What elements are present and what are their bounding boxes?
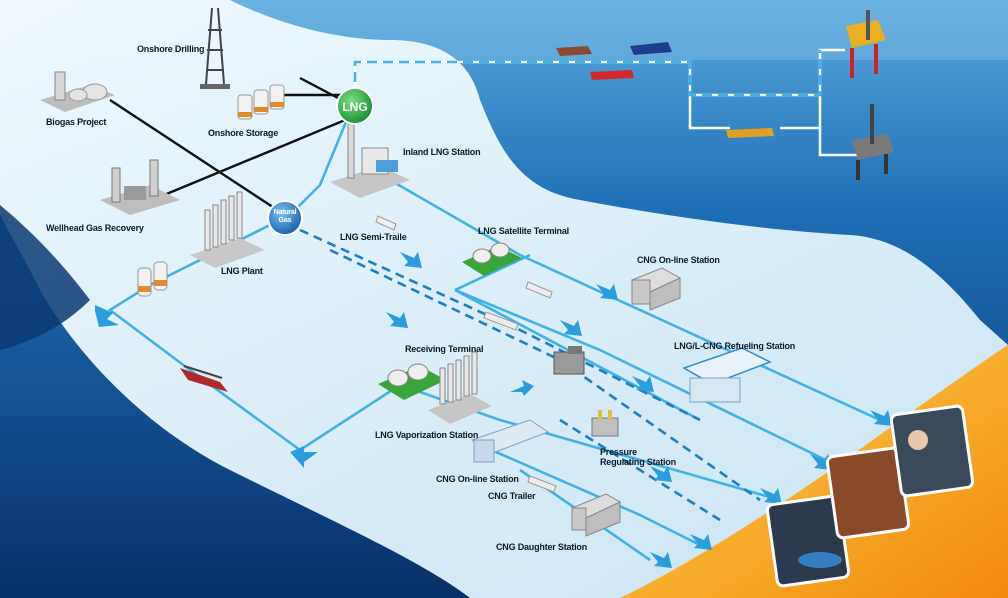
offshore-tanker-icons (556, 42, 774, 138)
label-cng-online-station-bottom: CNG On-line Station (436, 474, 519, 484)
trailer-icons (375, 215, 557, 493)
lng-hub: LNG (336, 87, 374, 125)
label-lng-lcng-refueling-station: LNG/L-CNG Refueling Station (674, 341, 796, 351)
label-cng-online-station-top: CNG On-line Station (637, 255, 720, 265)
lng-lcng-refueling-station-icon (682, 347, 772, 403)
biogas-plant-icon (40, 71, 115, 112)
inland-lng-station-icon (330, 119, 410, 198)
natural-gas-hub (267, 200, 303, 236)
receiving-terminal-icon (378, 363, 446, 400)
compressor-unit-icon (553, 346, 585, 375)
label-onshore-storage: Onshore Storage (208, 128, 279, 138)
flow-arrows (95, 252, 892, 568)
label-receiving-terminal: Receiving Terminal (405, 344, 484, 354)
storage-tanks-left-icon (137, 261, 168, 297)
cng-online-station-bottom-icon (470, 419, 550, 463)
label-pressure-regulating-station-line2: Regulating Station (600, 457, 676, 467)
wellhead-gas-recovery-icon (100, 159, 180, 215)
lng-vaporization-station-icon (428, 351, 492, 424)
cng-daughter-station-icon (570, 493, 622, 537)
label-wellhead-gas-recovery: Wellhead Gas Recovery (46, 223, 144, 233)
lng-satellite-terminal-icon (462, 242, 522, 276)
label-pressure-regulating-station-line1: Pressure (600, 447, 637, 457)
lng-plant-icon (190, 191, 265, 268)
onshore-drilling-rig-icon (200, 7, 230, 89)
label-lng-vaporization-station: LNG Vaporization Station (375, 430, 479, 440)
label-inland-lng-station: Inland LNG Station (403, 147, 481, 157)
label-onshore-drilling: Onshore Drilling (137, 44, 205, 54)
orange-corner-panel (620, 345, 1008, 598)
label-biogas-project: Biogas Project (46, 117, 107, 127)
natural-gas-hub-label: Natural Gas (273, 209, 297, 224)
label-cng-daughter-station: CNG Daughter Station (496, 542, 588, 552)
onshore-storage-tanks-icon (237, 84, 285, 120)
label-lng-semi-trailer: LNG Semi-Traile (340, 232, 407, 242)
label-lng-satellite-terminal: LNG Satellite Terminal (478, 226, 569, 236)
offshore-platform-icons (846, 10, 894, 180)
photo-tiles (765, 404, 975, 588)
lng-tanker-ship-icon (180, 365, 228, 392)
lng-hub-label: LNG (342, 100, 367, 114)
pressure-regulating-station-icon (591, 410, 619, 437)
label-lng-plant: LNG Plant (221, 266, 263, 276)
cng-online-station-top-icon (630, 267, 682, 311)
label-cng-trailer: CNG Trailer (488, 491, 536, 501)
